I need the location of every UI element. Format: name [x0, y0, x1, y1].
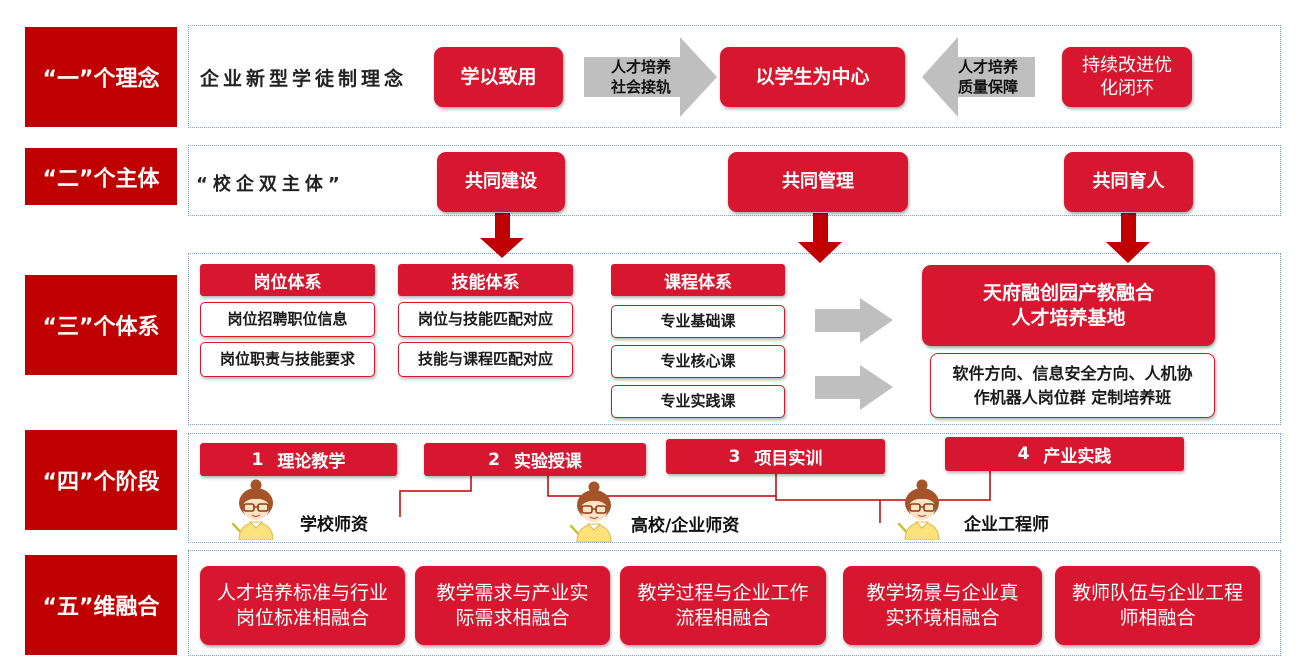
row1-label: “一”个理念	[25, 27, 177, 127]
teacher-avatar-icon	[231, 478, 275, 540]
fusion-line: 流程相融合	[675, 606, 771, 629]
fusion-box-teachers: 教师队伍与企业工程 师相融合	[1055, 566, 1260, 645]
arrow-right-icon	[815, 365, 893, 410]
row3-label: “三”个体系	[25, 275, 177, 375]
row1-intro: 企业新型学徒制理念	[200, 68, 408, 90]
fusion-line: 际需求相融合	[455, 606, 570, 629]
arrow-down-icon	[1106, 213, 1150, 263]
fusion-line: 实环境相融合	[885, 606, 1000, 629]
arrow-right-icon	[584, 37, 717, 117]
row3-panel	[188, 253, 1281, 425]
teacher-label-university-enterprise: 高校/企业师资	[631, 516, 740, 536]
custom-class-line: 作机器人岗位群 定制培养班	[973, 387, 1172, 407]
arrow-right-label: 人才培养 社会接轨	[600, 57, 682, 97]
system-item: 岗位职责与技能要求	[200, 342, 375, 377]
stage-name: 项目实训	[754, 449, 823, 469]
bracket-line	[775, 471, 991, 501]
stage-number: 1	[251, 449, 264, 470]
row4-label: “四”个阶段	[25, 430, 177, 530]
custom-class-box: 软件方向、信息安全方向、人机协 作机器人岗位群 定制培养班	[930, 353, 1215, 418]
teacher-avatar-icon	[897, 478, 941, 540]
stage-number: 3	[728, 446, 741, 467]
fusion-box-process: 教学过程与企业工作 流程相融合	[620, 566, 826, 645]
custom-class-line: 软件方向、信息安全方向、人机协	[952, 364, 1193, 384]
system-header-course: 课程体系	[611, 264, 785, 296]
training-base-line: 人才培养基地	[1011, 306, 1126, 329]
arrow-label-line: 质量保障	[957, 78, 1018, 96]
stage-box-industry: 4 产业实践	[945, 437, 1184, 471]
arrow-right-icon	[815, 298, 893, 343]
fusion-line: 岗位标准相融合	[235, 606, 369, 629]
fusion-box-demand: 教学需求与产业实 际需求相融合	[415, 566, 610, 645]
fusion-line: 人才培养标准与行业	[216, 582, 388, 605]
arrow-down-icon	[480, 213, 524, 258]
concept-box-label: 以学生为中心	[755, 65, 870, 88]
teacher-label-engineer: 企业工程师	[964, 515, 1049, 535]
arrow-label-line: 社会接轨	[610, 78, 671, 96]
stage-box-project: 3 项目实训	[666, 439, 885, 474]
bracket-line	[399, 476, 472, 517]
subject-box-manage: 共同管理	[728, 152, 908, 212]
concept-box-line: 持续改进优	[1082, 54, 1172, 76]
fusion-box-standard: 人才培养标准与行业 岗位标准相融合	[200, 566, 405, 645]
arrow-label-line: 人才培养	[957, 58, 1018, 76]
arrow-down-icon	[798, 213, 842, 263]
fusion-line: 教学过程与企业工作	[637, 582, 809, 605]
stage-box-experiment: 2 实验授课	[424, 443, 646, 476]
fusion-line: 教学场景与企业真	[866, 582, 1019, 605]
fusion-line: 教学需求与产业实	[436, 582, 589, 605]
row5-label: “五”维融合	[25, 555, 177, 655]
system-item: 专业实践课	[611, 385, 785, 418]
arrow-label-line: 人才培养	[610, 58, 671, 76]
system-item: 专业基础课	[611, 305, 785, 338]
row2-panel	[188, 145, 1281, 216]
row2-label: “二”个主体	[25, 148, 177, 205]
row4-panel	[188, 433, 1281, 543]
arrow-left-icon	[922, 37, 1035, 117]
system-item: 岗位招聘职位信息	[200, 302, 375, 337]
system-item: 技能与课程匹配对应	[398, 342, 573, 377]
training-base-line: 天府融创园产教融合	[982, 282, 1154, 305]
subject-box-build: 共同建设	[437, 152, 565, 212]
concept-box-improve: 持续改进优 化闭环	[1062, 47, 1192, 107]
concept-box-student-centered: 以学生为中心	[720, 47, 905, 107]
stage-name: 产业实践	[1043, 446, 1112, 467]
concept-box-label: 学以致用	[460, 65, 537, 88]
stage-name: 实验授课	[513, 452, 582, 472]
teacher-avatar-icon	[569, 480, 613, 542]
row2-intro: “校企双主体”	[196, 174, 345, 195]
system-item: 岗位与技能匹配对应	[398, 302, 573, 337]
subject-box-educate: 共同育人	[1064, 152, 1193, 212]
stage-box-theory: 1 理论教学	[200, 443, 397, 476]
system-item: 专业核心课	[611, 345, 785, 378]
fusion-line: 教师队伍与企业工程	[1071, 582, 1243, 605]
training-base-box: 天府融创园产教融合 人才培养基地	[922, 265, 1215, 346]
system-header-position: 岗位体系	[200, 264, 375, 296]
row5-panel	[188, 550, 1281, 656]
stage-number: 2	[488, 449, 500, 470]
concept-box-apply: 学以致用	[434, 47, 563, 107]
fusion-box-scene: 教学场景与企业真 实环境相融合	[843, 566, 1042, 645]
teacher-label-school: 学校师资	[300, 515, 368, 535]
arrow-left-label: 人才培养 质量保障	[948, 57, 1028, 97]
system-header-skill: 技能体系	[398, 264, 573, 296]
row1-panel	[188, 25, 1281, 128]
bracket-line	[547, 474, 777, 497]
concept-box-line: 化闭环	[1100, 78, 1154, 99]
stage-number: 4	[1017, 444, 1030, 464]
stage-name: 理论教学	[277, 452, 346, 472]
fusion-line: 师相融合	[1119, 606, 1196, 629]
